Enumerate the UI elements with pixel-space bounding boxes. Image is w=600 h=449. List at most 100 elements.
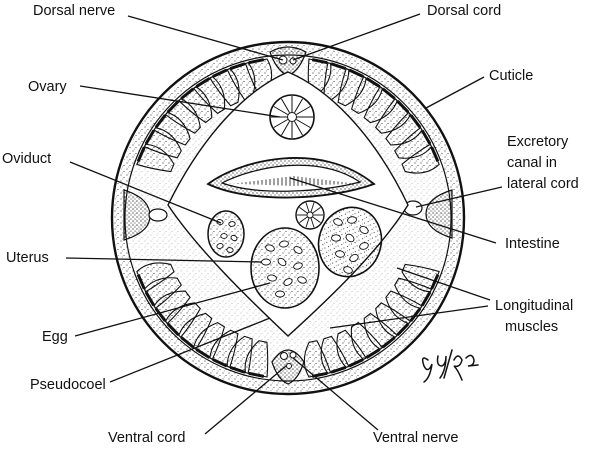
muscle-contractile-strip: [144, 291, 156, 307]
lateral-cord-left: [123, 189, 168, 241]
duct-segment: [310, 217, 315, 228]
muscle-contractile-strip: [229, 366, 246, 374]
muscle-contractile-strip: [248, 58, 265, 65]
egg: [343, 266, 353, 274]
duct-segment: [312, 216, 321, 224]
oviduct: [207, 210, 245, 258]
muscle-contractile-strip: [430, 146, 440, 163]
muscle-contractile-strip: [154, 307, 167, 322]
duct-segment: [312, 206, 321, 214]
egg: [230, 234, 238, 242]
label-ovary: Ovary: [28, 79, 67, 95]
muscle-contractile-strip: [154, 114, 167, 129]
muscle-contractile-strip: [195, 77, 211, 88]
ovary: [269, 94, 315, 140]
muscle-contractile-strip: [381, 336, 396, 349]
egg: [359, 225, 369, 235]
egg: [261, 258, 271, 266]
egg: [293, 246, 303, 254]
muscle-cell: [303, 340, 332, 378]
label-oviduct: Oviduct: [2, 151, 51, 167]
muscle-contractile-strip: [229, 62, 246, 70]
ovary-segment: [296, 119, 311, 128]
egg: [359, 242, 369, 250]
egg: [277, 257, 287, 267]
duct-segment: [299, 216, 308, 224]
egg: [267, 274, 277, 282]
labels: Dorsal nerve Dorsal cord Ovary Cuticle E…: [2, 3, 579, 446]
muscle-contractile-strip: [195, 348, 211, 359]
egg: [275, 290, 285, 298]
ovary-segment: [281, 98, 290, 113]
egg: [349, 253, 359, 263]
muscle-contractile-strip: [420, 129, 432, 145]
egg: [279, 240, 289, 248]
label-longitudinal-line2: muscles: [505, 319, 558, 335]
muscle-contractile-strip: [136, 273, 146, 290]
artist-signature: [421, 349, 479, 383]
muscle-contractile-strip: [311, 58, 328, 65]
egg: [333, 218, 343, 226]
ventral-cord: [271, 349, 305, 385]
label-pseudocoel: Pseudocoel: [30, 377, 106, 393]
label-dorsal-cord: Dorsal cord: [427, 3, 501, 19]
longitudinal-muscle-cells: [136, 58, 440, 378]
egg: [216, 243, 224, 249]
label-excretory-line1: Excretory: [507, 134, 569, 150]
label-egg: Egg: [42, 329, 68, 345]
label-dorsal-nerve: Dorsal nerve: [33, 3, 115, 19]
muscle-contractile-strip: [348, 358, 364, 368]
ventral-nerve: [280, 352, 288, 360]
muscle-contractile-strip: [381, 87, 396, 100]
egg: [265, 244, 275, 252]
egg: [283, 278, 293, 286]
label-ventral-cord: Ventral cord: [108, 430, 185, 446]
muscle-cell: [136, 262, 175, 293]
egg: [347, 216, 357, 224]
muscle-contractile-strip: [409, 114, 422, 129]
egg: [345, 233, 355, 243]
muscle-contractile-strip: [144, 129, 156, 145]
muscle-contractile-strip: [166, 100, 180, 114]
label-excretory-line3: lateral cord: [507, 176, 579, 192]
oviduct-small: [295, 200, 325, 230]
label-ventral-nerve: Ventral nerve: [373, 430, 458, 446]
muscle-contractile-strip: [180, 336, 195, 349]
ovary-segment: [296, 106, 311, 115]
uterus-right: [317, 206, 383, 278]
uterus: [250, 227, 320, 309]
egg: [228, 221, 236, 227]
egg: [331, 234, 341, 242]
ovary-segment: [281, 121, 290, 136]
excretory-canal-left: [148, 208, 168, 222]
muscle-contractile-strip: [396, 100, 410, 114]
duct-segment: [299, 206, 308, 214]
duct-segment: [305, 217, 310, 228]
label-uterus: Uterus: [6, 250, 49, 266]
leader-lines: [65, 13, 503, 435]
label-excretory-line2: canal in: [507, 155, 557, 171]
muscle-contractile-strip: [365, 77, 381, 88]
muscle-contractile-strip: [212, 358, 228, 368]
muscle-contractile-strip: [330, 62, 347, 70]
duct-segment: [305, 202, 310, 213]
ovary-segment: [294, 98, 303, 113]
ovary-segment: [273, 119, 288, 128]
muscle-contractile-strip: [136, 146, 146, 163]
egg: [335, 250, 345, 258]
label-longitudinal-line1: Longitudinal: [495, 298, 573, 314]
muscle-contractile-strip: [409, 307, 422, 322]
muscle-contractile-strip: [212, 68, 228, 78]
duct-segment: [310, 202, 315, 213]
muscle-contractile-strip: [420, 291, 432, 307]
muscle-contractile-strip: [396, 322, 410, 336]
label-cuticle: Cuticle: [489, 68, 533, 84]
ovary-segment: [294, 121, 303, 136]
muscle-contractile-strip: [330, 366, 347, 374]
muscle-contractile-strip: [248, 371, 265, 378]
muscle-contractile-strip: [348, 68, 364, 78]
egg: [297, 276, 307, 284]
muscle-contractile-strip: [166, 322, 180, 336]
egg: [220, 233, 228, 239]
